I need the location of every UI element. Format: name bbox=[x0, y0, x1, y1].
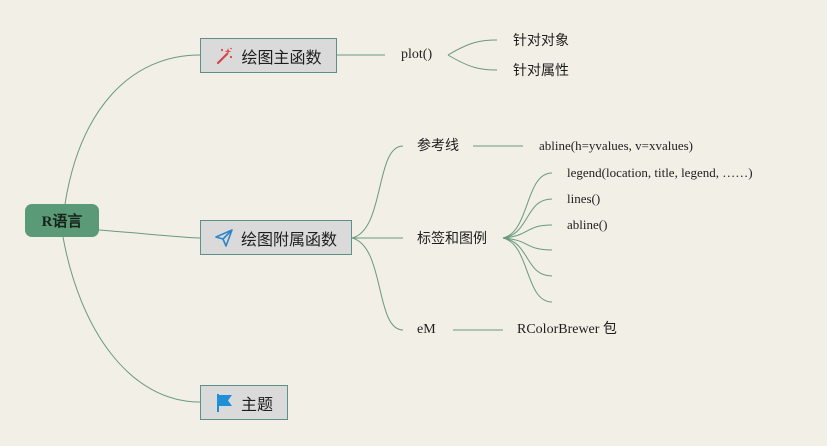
edge-plot-target1 bbox=[447, 39, 498, 56]
edge-labels-abline bbox=[502, 224, 553, 239]
edge-labels-blank1 bbox=[502, 237, 553, 251]
branch-main-label: 绘图主函数 bbox=[241, 47, 322, 67]
edge-labels-lines bbox=[502, 198, 553, 239]
branch-theme-node[interactable]: 主题 bbox=[200, 385, 288, 420]
labels-legend-node[interactable]: 标签和图例 bbox=[417, 231, 487, 247]
refline-node[interactable]: 参考线 bbox=[417, 138, 459, 154]
edge-aux-refline bbox=[351, 145, 404, 239]
edge-root-main bbox=[64, 54, 201, 205]
edge-aux-em bbox=[351, 237, 404, 331]
plot-node[interactable]: plot() bbox=[401, 47, 433, 62]
labels-leaf-lines[interactable]: lines() bbox=[567, 191, 601, 206]
plot-child-object[interactable]: 针对对象 bbox=[513, 33, 569, 49]
refline-leaf[interactable]: abline(h=yvalues, v=xvalues) bbox=[539, 138, 694, 153]
root-node[interactable]: R语言 bbox=[25, 204, 99, 237]
branch-aux-label: 绘图附属函数 bbox=[240, 229, 337, 249]
em-node[interactable]: eM bbox=[417, 322, 436, 337]
edge-labels-legend bbox=[502, 172, 553, 239]
paper-plane-icon bbox=[215, 228, 233, 247]
flag-icon bbox=[215, 393, 233, 413]
root-label: R语言 bbox=[41, 214, 83, 230]
labels-leaf-legend[interactable]: legend(location, title, legend, ……) bbox=[567, 165, 753, 180]
labels-leaf-abline[interactable]: abline() bbox=[567, 217, 608, 232]
magic-wand-icon bbox=[215, 47, 233, 65]
edge-root-aux bbox=[98, 229, 201, 239]
edge-labels-blank3 bbox=[502, 237, 553, 303]
branch-main-node[interactable]: 绘图主函数 bbox=[200, 38, 337, 73]
edge-plot-target2 bbox=[447, 54, 498, 71]
branch-theme-label: 主题 bbox=[240, 394, 273, 414]
edge-root-theme bbox=[62, 236, 201, 403]
em-leaf[interactable]: RColorBrewer 包 bbox=[517, 322, 617, 337]
plot-child-attribute[interactable]: 针对属性 bbox=[513, 63, 569, 79]
branch-aux-node[interactable]: 绘图附属函数 bbox=[200, 220, 352, 255]
edge-labels-blank2 bbox=[502, 237, 553, 277]
